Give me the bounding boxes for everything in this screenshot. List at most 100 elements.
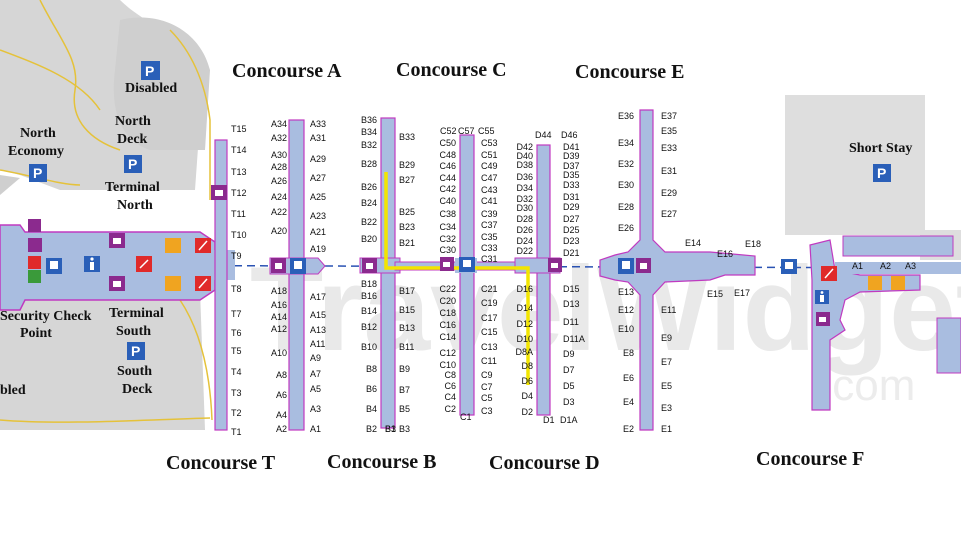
terminal-north-label-2: North — [117, 198, 153, 213]
gate-label: A7 — [310, 369, 321, 379]
gate-label: T5 — [231, 346, 242, 356]
shopping-icon — [362, 258, 377, 273]
gate-label: A23 — [310, 211, 326, 221]
gate-label: E5 — [661, 381, 672, 391]
gate-label: C35 — [481, 232, 498, 242]
gate-label: D33 — [563, 180, 580, 190]
gate-label: D11A — [563, 334, 585, 344]
gate-label: C4 — [444, 392, 456, 402]
gate-label: D4 — [521, 391, 533, 401]
gate-label: B28 — [361, 159, 377, 169]
gate-label: B7 — [399, 385, 410, 395]
shopping-icon — [211, 185, 227, 200]
gate-label: D8A — [515, 347, 533, 357]
gate-label: A22 — [271, 207, 287, 217]
gate-label: A12 — [271, 324, 287, 334]
gate-label: T12 — [231, 188, 247, 198]
gate-label: T2 — [231, 408, 242, 418]
svg-text:P: P — [877, 165, 886, 181]
gate-label: C49 — [481, 161, 498, 171]
gate-label: D32 — [516, 194, 533, 204]
gate-label: D35 — [563, 170, 580, 180]
terminal-north-label-1: Terminal — [105, 180, 160, 195]
train-icon — [46, 258, 62, 274]
gate-label: C1 — [460, 412, 472, 422]
gate-label: T8 — [231, 284, 242, 294]
area-labels: Disabled North Economy North Deck Termin… — [0, 81, 912, 398]
gate-label: C33 — [481, 243, 498, 253]
gate-label: D38 — [516, 160, 533, 170]
gate-label: A21 — [310, 227, 326, 237]
gate-label: A3 — [310, 404, 321, 414]
gate-label: B24 — [361, 198, 377, 208]
gate-label: B18 — [361, 279, 377, 289]
gate-label: D26 — [516, 225, 533, 235]
restroom-icon — [28, 256, 41, 269]
gate-label: A30 — [271, 150, 287, 160]
parking-icon: P — [141, 61, 160, 80]
gate-label: D28 — [516, 214, 533, 224]
gate-label: D12 — [516, 319, 533, 329]
concourse-t-building — [214, 139, 228, 431]
gate-label: C22 — [439, 284, 456, 294]
gate-label: C13 — [481, 342, 498, 352]
lounge-icon — [868, 276, 882, 290]
gate-label: C41 — [481, 196, 498, 206]
gate-label: B33 — [399, 132, 415, 142]
gate-label: B25 — [399, 207, 415, 217]
restroom-icon — [28, 219, 41, 232]
north-deck-label-1: North — [115, 114, 151, 129]
gate-label: D10 — [516, 334, 533, 344]
gate-label: E18 — [745, 239, 761, 249]
gate-label: T13 — [231, 167, 247, 177]
gate-label: B14 — [361, 306, 377, 316]
gate-label: B23 — [399, 222, 415, 232]
gate-label: D7 — [563, 365, 575, 375]
gate-label: C11 — [481, 356, 497, 366]
gate-label: C21 — [481, 284, 498, 294]
gate-label: B10 — [361, 342, 377, 352]
gate-label: C18 — [439, 308, 456, 318]
gate-label: T15 — [231, 124, 247, 134]
lounge-icon — [891, 276, 905, 290]
gate-label: B2 — [366, 424, 377, 434]
shopping-icon — [109, 233, 125, 248]
gate-label: A19 — [310, 244, 326, 254]
gate-label: D9 — [563, 349, 575, 359]
svg-text:P: P — [145, 63, 154, 79]
gate-label: D31 — [563, 192, 580, 202]
gate-label: D1A — [560, 415, 578, 425]
gate-label: A14 — [271, 312, 287, 322]
gate-label: D34 — [516, 183, 533, 193]
gate-label: B13 — [399, 323, 415, 333]
gate-label: D30 — [516, 203, 533, 213]
gate-label: B11 — [399, 342, 414, 352]
gate-label: A8 — [276, 370, 287, 380]
gate-label: E33 — [661, 143, 677, 153]
shopping-icon — [28, 238, 42, 252]
concourse-b-title: Concourse B — [327, 451, 436, 473]
gate-label: A1 — [852, 261, 863, 271]
restroom-icon — [28, 270, 41, 283]
gate-label: C17 — [481, 313, 498, 323]
gate-label: B12 — [361, 322, 377, 332]
concourse-f-title: Concourse F — [756, 448, 864, 470]
gate-label: A13 — [310, 325, 326, 335]
gate-label: D37 — [563, 161, 580, 171]
north-economy-label-1: North — [20, 126, 56, 141]
dining-icon — [136, 256, 152, 272]
parking-icon: P — [29, 164, 47, 182]
gate-label: C46 — [439, 161, 456, 171]
gate-label: A9 — [310, 353, 321, 363]
gate-label: E4 — [623, 397, 634, 407]
lounge-icon — [165, 276, 181, 291]
gate-label: B8 — [366, 364, 377, 374]
gate-label: D46 — [561, 130, 578, 140]
gate-label: A26 — [271, 176, 287, 186]
gate-label: D22 — [516, 246, 533, 256]
concourse-c-title: Concourse C — [396, 59, 507, 81]
gate-label: B29 — [399, 160, 415, 170]
gate-label: D29 — [563, 202, 580, 212]
gate-label: A11 — [310, 339, 325, 349]
